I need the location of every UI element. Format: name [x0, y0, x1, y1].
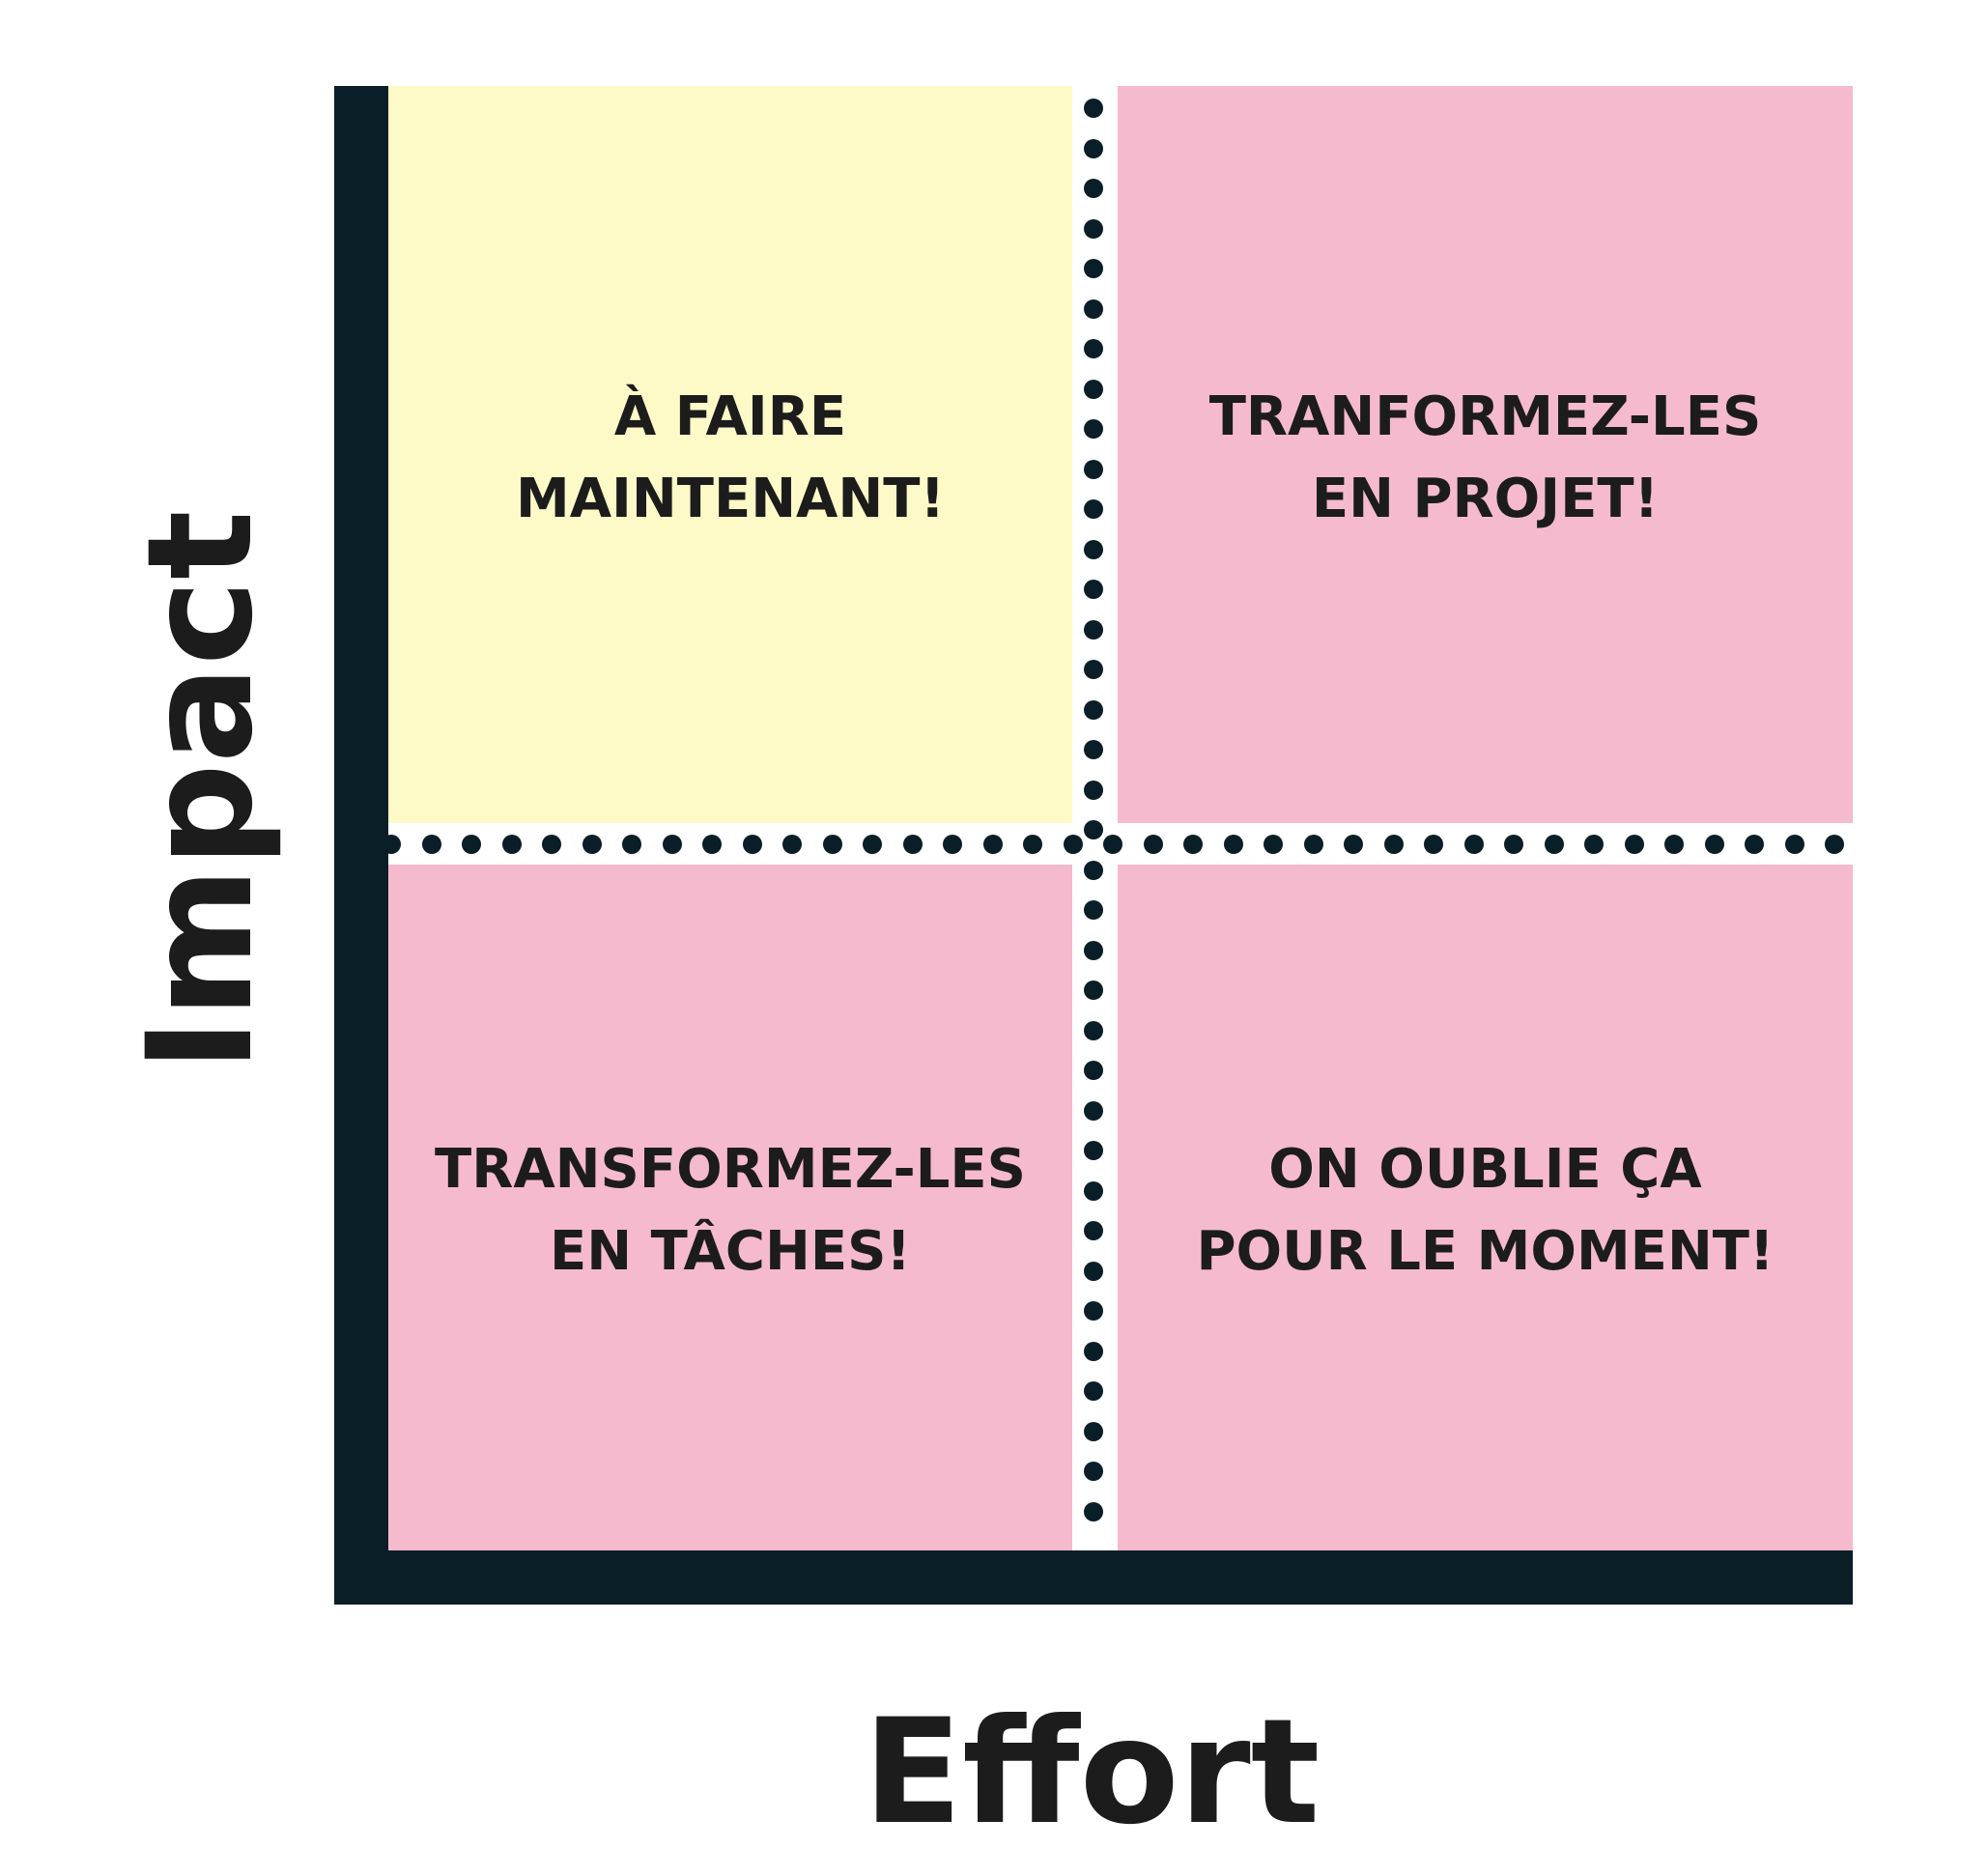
divider-dot	[1664, 835, 1684, 854]
quadrant-top-left: À FAIRE MAINTENANT!	[388, 86, 1072, 823]
quadrant-bottom-left: TRANSFORMEZ-LES EN TÂCHES!	[388, 865, 1072, 1550]
divider-dot	[1704, 835, 1724, 854]
divider-dot	[1084, 298, 1103, 319]
divider-dot	[1084, 1061, 1103, 1080]
divider-dot	[863, 835, 882, 854]
divider-dot	[1084, 780, 1103, 800]
divider-dot	[742, 835, 762, 854]
divider-dot	[902, 835, 923, 854]
x-axis-title: Effort	[863, 1689, 1321, 1857]
divider-dot	[822, 835, 842, 854]
divider-dot	[1084, 179, 1103, 198]
divider-dot	[1084, 539, 1103, 559]
label-line-1: À FAIRE	[613, 385, 847, 448]
quadrant-bottom-left-label: TRANSFORMEZ-LES EN TÂCHES!	[388, 1128, 1072, 1293]
label-line-2: MAINTENANT!	[515, 468, 946, 530]
divider-dot	[462, 835, 481, 854]
divider-dot	[1084, 1501, 1103, 1521]
label-line-1: TRANSFORMEZ-LES	[435, 1138, 1026, 1201]
divider-dot	[1424, 835, 1443, 854]
quadrant-top-right: TRANFORMEZ-LES EN PROJET!	[1118, 86, 1853, 823]
label-line-2: EN TÂCHES!	[550, 1220, 911, 1283]
divider-dot	[1143, 835, 1163, 854]
divider-dot	[662, 835, 682, 854]
divider-dot	[1084, 339, 1103, 358]
x-axis-line	[334, 1550, 1853, 1605]
divider-dot	[1084, 1261, 1103, 1281]
divider-dot	[1084, 1141, 1103, 1160]
divider-dot	[1084, 860, 1103, 880]
divider-dot	[1504, 835, 1523, 854]
divider-dot	[1084, 820, 1103, 839]
label-line-2: EN PROJET!	[1311, 468, 1660, 530]
divider-dot	[782, 835, 802, 854]
divider-dot	[1745, 835, 1764, 854]
divider-dot	[1463, 835, 1484, 854]
divider-dot	[702, 835, 722, 854]
divider-dot	[1084, 660, 1103, 679]
divider-dot	[1084, 259, 1103, 278]
divider-dot	[1084, 900, 1103, 920]
divider-dot	[1784, 835, 1804, 854]
divider-dot	[1544, 835, 1564, 854]
divider-dot	[1084, 459, 1103, 479]
divider-dot	[542, 835, 561, 854]
divider-dot	[1223, 835, 1243, 854]
divider-dot	[582, 835, 602, 854]
divider-dot	[1084, 419, 1103, 439]
divider-dot	[982, 835, 1003, 854]
divider-dot	[622, 835, 641, 854]
divider-dot	[1084, 1020, 1103, 1040]
divider-dot	[501, 835, 522, 854]
divider-dot	[1825, 835, 1844, 854]
quadrant-bottom-right-label: ON OUBLIE ÇA POUR LE MOMENT!	[1118, 1128, 1853, 1293]
divider-dot	[1624, 835, 1644, 854]
divider-dot	[1084, 499, 1103, 519]
divider-dot	[1084, 99, 1103, 118]
divider-dot	[1084, 1180, 1103, 1201]
y-axis-title: Impact	[117, 510, 285, 1072]
divider-dot	[1183, 835, 1203, 854]
divider-dot	[1084, 580, 1103, 599]
y-axis-line	[334, 86, 388, 1605]
divider-dot	[1084, 981, 1103, 1000]
divider-dot	[1084, 699, 1103, 720]
divider-dot	[1303, 835, 1323, 854]
divider-dot	[1084, 218, 1103, 239]
divider-dot	[1344, 835, 1363, 854]
label-line-1: ON OUBLIE ÇA	[1268, 1138, 1702, 1201]
divider-dot	[1063, 835, 1083, 854]
divider-dot	[1264, 835, 1283, 854]
quadrant-top-left-label: À FAIRE MAINTENANT!	[388, 376, 1072, 540]
divider-dot	[1084, 1462, 1103, 1481]
divider-dot	[1084, 619, 1103, 640]
divider-dot	[1084, 940, 1103, 960]
divider-dot	[1084, 1221, 1103, 1240]
label-line-1: TRANFORMEZ-LES	[1208, 385, 1762, 448]
divider-dot	[943, 835, 962, 854]
divider-dot	[1103, 835, 1122, 854]
quadrant-top-right-label: TRANFORMEZ-LES EN PROJET!	[1118, 376, 1853, 540]
divider-dot	[1084, 138, 1103, 158]
divider-dot	[1084, 740, 1103, 759]
divider-dot	[1084, 1301, 1103, 1321]
divider-dot	[1084, 1381, 1103, 1401]
divider-dot	[1084, 1100, 1103, 1121]
divider-dot	[1383, 835, 1404, 854]
quadrant-bottom-right: ON OUBLIE ÇA POUR LE MOMENT!	[1118, 865, 1853, 1550]
divider-dot	[1084, 1421, 1103, 1441]
divider-dot	[1084, 379, 1103, 399]
divider-dot	[1584, 835, 1604, 854]
divider-dot	[421, 835, 441, 854]
divider-dot	[1084, 1341, 1103, 1361]
divider-dot	[1023, 835, 1042, 854]
label-line-2: POUR LE MOMENT!	[1196, 1220, 1775, 1283]
